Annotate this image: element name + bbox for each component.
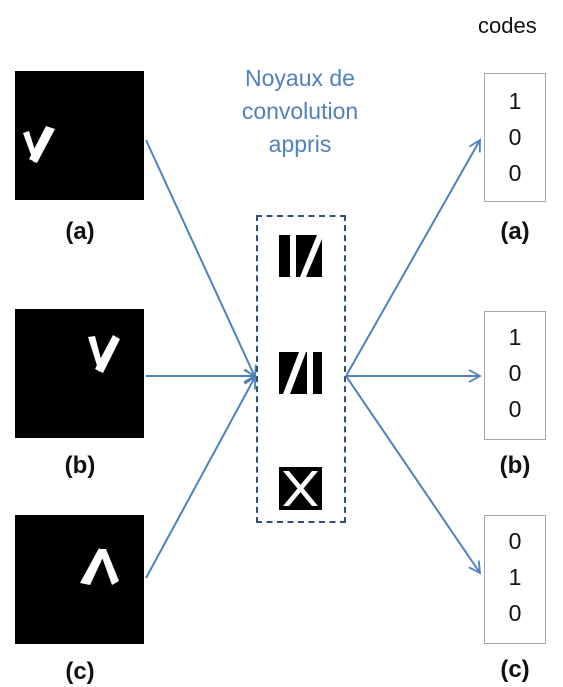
output-label-a: (a) — [500, 218, 530, 245]
input-image-b — [15, 309, 144, 438]
arrow-a-to-kernels — [145, 139, 257, 379]
code-digit: 0 — [508, 160, 522, 186]
stroke-glyph-c — [80, 548, 119, 585]
kernels-title-line3: appris — [268, 131, 332, 157]
output-label-b: (b) — [499, 452, 531, 479]
stroke-glyph-b — [88, 335, 120, 373]
stroke-glyph-a — [23, 126, 55, 163]
kernels-title: Noyaux de convolution appris — [190, 62, 410, 161]
arrow-kernels-to-a — [345, 138, 481, 377]
code-digit: 1 — [508, 88, 522, 114]
arrow-kernels-to-c — [345, 375, 482, 575]
input-image-c — [15, 515, 144, 644]
kernels-frame — [256, 215, 346, 523]
kernels-title-line1: Noyaux de — [245, 65, 355, 91]
output-label-c: (c) — [500, 656, 530, 683]
input-label-b: (b) — [64, 452, 96, 479]
codes-title: codes — [478, 13, 537, 38]
code-digit: 0 — [508, 124, 522, 150]
kernel-3 — [279, 467, 322, 510]
kernels-title-line2: convolution — [241, 98, 359, 124]
input-label-a: (a) — [65, 218, 95, 245]
kernel-2 — [279, 352, 322, 394]
input-image-a — [15, 71, 144, 200]
code-digit: 1 — [508, 564, 522, 590]
code-digit: 1 — [508, 324, 522, 350]
code-box-c: 0 1 0 — [484, 515, 546, 644]
arrow-c-to-kernels — [145, 375, 256, 579]
kernel-1 — [279, 235, 322, 277]
input-label-c: (c) — [65, 658, 95, 685]
code-digit: 0 — [508, 528, 522, 554]
code-digit: 0 — [508, 396, 522, 422]
code-digit: 0 — [508, 360, 522, 386]
code-box-b: 1 0 0 — [484, 311, 546, 440]
code-digit: 0 — [508, 600, 522, 626]
code-box-a: 1 0 0 — [484, 73, 546, 202]
